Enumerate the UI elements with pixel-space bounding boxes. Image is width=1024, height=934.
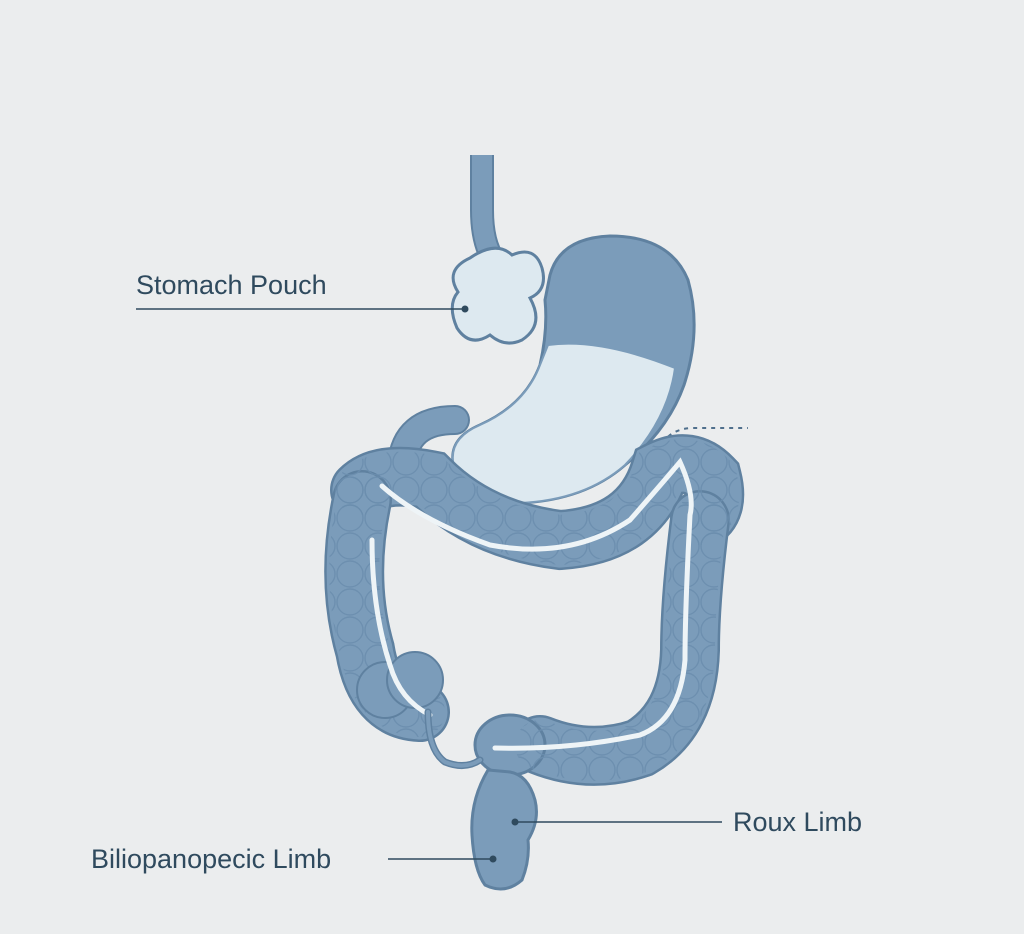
leader-dot-bilio [489, 855, 497, 863]
roux-limb-label: Roux Limb [733, 807, 863, 837]
inner-line [379, 457, 694, 751]
common-channel [470, 768, 538, 891]
leader-dot-roux [511, 818, 519, 826]
remnant-stomach-lower [451, 342, 677, 505]
stomach-pouch-shape [450, 246, 545, 345]
biliopancreatic-limb-label: Biliopanopecic Limb [91, 844, 332, 874]
stomach-pouch-label: Stomach Pouch [136, 270, 327, 300]
leader-dot-stomach [461, 305, 469, 313]
